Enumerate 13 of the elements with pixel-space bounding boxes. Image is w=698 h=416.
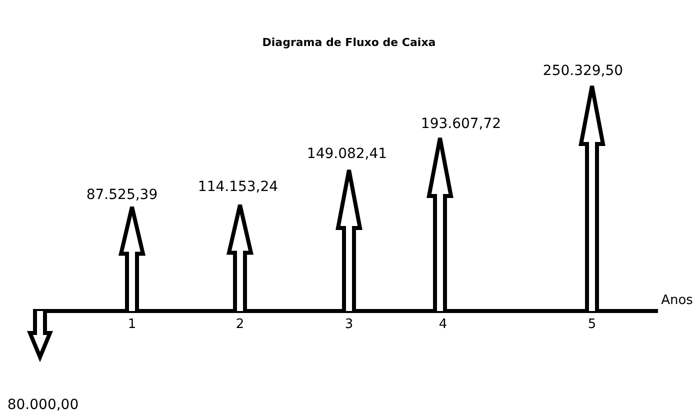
year-number: 2 <box>236 318 244 331</box>
cash-flow-value: 114.153,24 <box>198 180 278 194</box>
axis-label: Anos <box>661 294 693 307</box>
cash-flow-value: 87.525,39 <box>86 188 158 202</box>
year-number: 4 <box>438 318 448 331</box>
cash-flow-value: 250.329,50 <box>542 64 624 78</box>
year-number: 3 <box>344 318 354 331</box>
cash-flow-value: 193.607,72 <box>420 117 502 131</box>
cash-flow-value: 80.000,00 <box>7 398 79 412</box>
year-number: 5 <box>588 318 596 331</box>
cash-flow-value: 149.082,41 <box>306 147 388 161</box>
diagram-title: Diagrama de Fluxo de Caixa <box>262 35 436 51</box>
year-number: 1 <box>128 318 136 331</box>
